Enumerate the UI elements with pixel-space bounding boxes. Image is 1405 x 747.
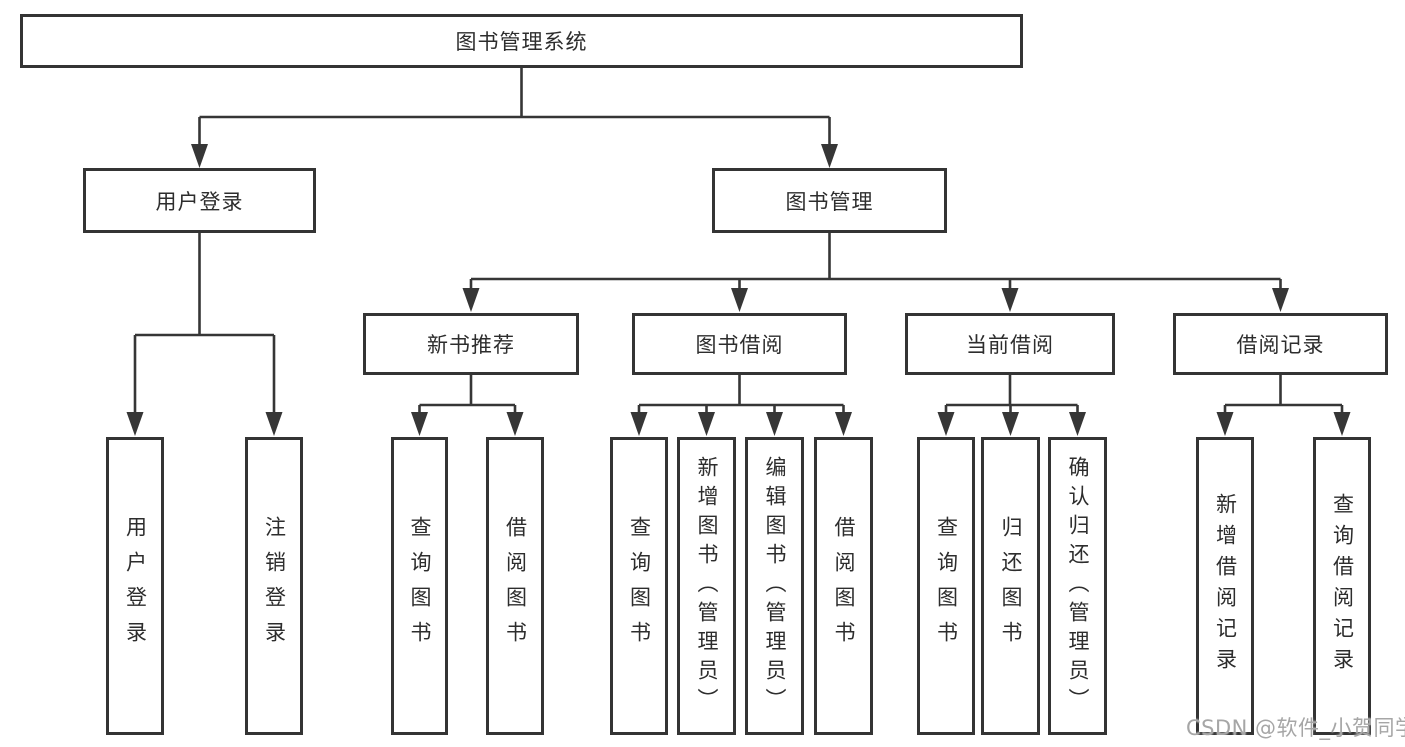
leaf-query-books-current: 查询图书 [917, 437, 975, 735]
connector-line [418, 375, 517, 421]
arrowhead-icon [1216, 412, 1234, 436]
leaf-add-borrow-record: 新增借阅记录 [1196, 437, 1254, 735]
leaf-label: 借阅图书 [832, 516, 856, 656]
arrowhead-icon [506, 412, 524, 436]
connector-line [469, 233, 1282, 297]
connector-line [1223, 375, 1344, 421]
leaf-borrow-books-recommend: 借阅图书 [486, 437, 544, 735]
arrowhead-icon [630, 412, 648, 436]
arrowhead-icon [731, 288, 748, 312]
leaf-label: 新增图书（管理员） [695, 455, 719, 717]
node-book-borrowing: 图书借阅 [632, 313, 847, 375]
leaf-label: 编辑图书（管理员） [763, 455, 787, 717]
leaf-label: 注销登录 [262, 516, 287, 656]
arrowhead-icon [821, 144, 838, 168]
arrowhead-icon [1001, 288, 1019, 312]
arrowhead-icon [265, 412, 283, 436]
arrowhead-icon [698, 412, 715, 436]
arrowhead-icon [835, 412, 852, 436]
arrowhead-icon [766, 412, 783, 436]
leaf-label: 查询借阅记录 [1330, 493, 1355, 679]
arrowhead-icon [1002, 412, 1019, 436]
node-current-borrowing: 当前借阅 [905, 313, 1115, 375]
arrowhead-icon [191, 144, 208, 168]
arrowhead-icon [1333, 412, 1351, 436]
node-borrowing-records: 借阅记录 [1173, 313, 1388, 375]
leaf-label: 用户登录 [123, 516, 148, 656]
leaf-add-book-admin: 新增图书（管理员） [677, 437, 736, 735]
leaf-query-books-borrowing: 查询图书 [610, 437, 668, 735]
arrowhead-icon [462, 288, 480, 312]
arrowhead-icon [126, 412, 144, 436]
leaf-logout: 注销登录 [245, 437, 303, 735]
connector-line [198, 68, 831, 153]
arrowhead-icon [411, 412, 428, 436]
arrowhead-icon [1069, 412, 1086, 436]
connector-line [944, 375, 1079, 421]
leaf-return-books: 归还图书 [981, 437, 1040, 735]
leaf-query-books-recommend: 查询图书 [391, 437, 448, 735]
watermark: CSDN @软件_小贺同学 [1186, 716, 1405, 740]
connector-line [133, 233, 276, 421]
leaf-label: 借阅图书 [503, 516, 528, 656]
node-user-login: 用户登录 [83, 168, 316, 233]
node-new-book-recommendation: 新书推荐 [363, 313, 579, 375]
leaf-label: 查询图书 [627, 516, 652, 656]
leaf-confirm-return-admin: 确认归还（管理员） [1048, 437, 1107, 735]
leaf-edit-book-admin: 编辑图书（管理员） [745, 437, 804, 735]
leaf-query-borrow-record: 查询借阅记录 [1313, 437, 1371, 735]
leaf-label: 新增借阅记录 [1213, 493, 1238, 679]
leaf-label: 归还图书 [999, 516, 1023, 656]
arrowhead-icon [1272, 288, 1289, 312]
node-book-management: 图书管理 [712, 168, 947, 233]
leaf-label: 确认归还（管理员） [1066, 455, 1090, 717]
node-library-system: 图书管理系统 [20, 14, 1023, 68]
arrowhead-icon [937, 412, 955, 436]
leaf-borrow-books-borrowing: 借阅图书 [814, 437, 873, 735]
leaf-user-login: 用户登录 [106, 437, 164, 735]
leaf-label: 查询图书 [408, 516, 432, 656]
connector-line [637, 375, 845, 421]
leaf-label: 查询图书 [934, 516, 959, 656]
